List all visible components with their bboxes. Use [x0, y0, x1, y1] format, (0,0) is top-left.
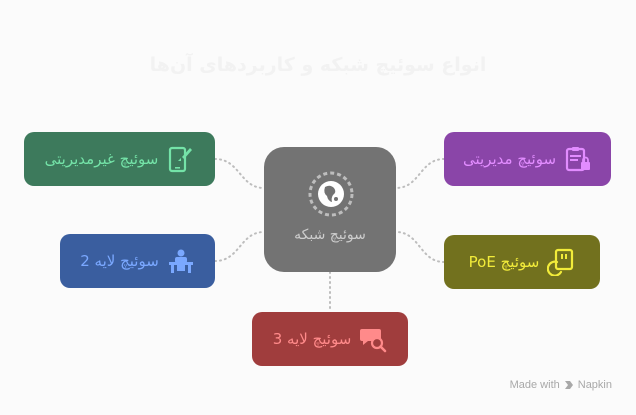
- napkin-brand-text: Napkin: [577, 379, 612, 391]
- node-layer2-label: سوئیچ لایه 2: [80, 252, 159, 270]
- power-plug-icon: [547, 248, 574, 276]
- node-poe-switch[interactable]: سوئیچ PoE: [444, 235, 600, 289]
- node-poe-label: سوئیچ PoE: [468, 253, 540, 271]
- node-unmanaged-label: سوئیچ غیرمدیریتی: [44, 150, 159, 168]
- diagram-title: انواع سوئیچ شبکه و کاربردهای آن‌ها: [149, 54, 487, 76]
- node-managed-switch[interactable]: سوئیچ مدیریتی: [444, 132, 611, 186]
- connector-poe: [395, 231, 445, 263]
- clipboard-lock-icon: [565, 147, 591, 172]
- phone-rocket-icon: [169, 146, 193, 173]
- made-with-napkin-footer: Made with Napkin: [510, 379, 612, 391]
- network-switch-icon: [308, 171, 354, 217]
- made-with-text: Made with: [509, 379, 560, 391]
- node-layer3-switch[interactable]: سوئیچ لایه 3: [252, 312, 408, 366]
- center-node-network-switch: سوئیچ شبکه: [264, 147, 396, 272]
- node-layer3-label: سوئیچ لایه 3: [272, 330, 352, 348]
- connector-layer2: [214, 231, 265, 262]
- node-layer2-switch[interactable]: سوئیچ لایه 2: [60, 234, 215, 288]
- center-label: سوئیچ شبکه: [294, 227, 366, 243]
- connector-managed: [395, 158, 445, 189]
- connector-unmanaged: [214, 158, 265, 189]
- desk-person-icon: [168, 249, 193, 273]
- chat-search-icon: [360, 329, 387, 353]
- node-unmanaged-switch[interactable]: سوئیچ غیرمدیریتی: [24, 132, 215, 186]
- node-managed-label: سوئیچ مدیریتی: [462, 150, 557, 168]
- napkin-logo-icon: [564, 381, 573, 389]
